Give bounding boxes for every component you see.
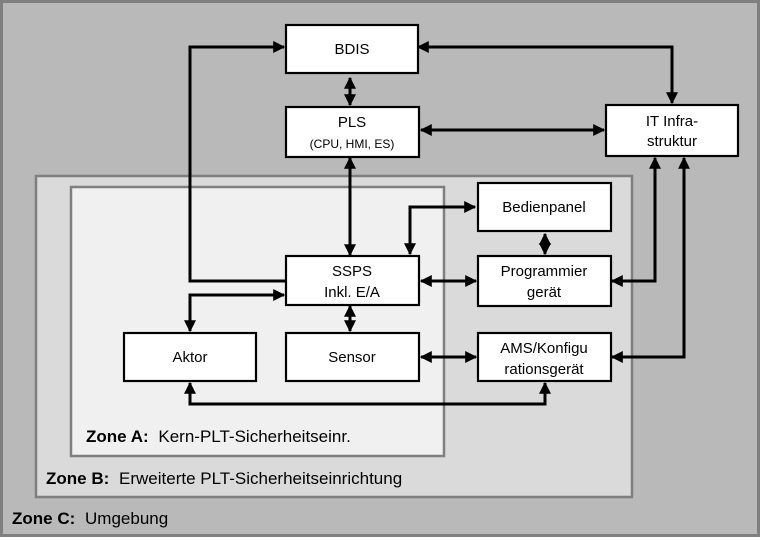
- box-pls-label: PLS: [338, 114, 366, 131]
- zone-b-prefix: Zone B:: [46, 469, 109, 488]
- box-it-infrastruktur: IT Infra- struktur: [604, 103, 740, 158]
- box-ams-label-1: AMS/Konfigu: [500, 340, 588, 357]
- link-ssps-aktor: [184, 289, 286, 333]
- link-ams-it: [610, 156, 690, 363]
- zone-a-label: Zone A: Kern-PLT-Sicherheitseinr.: [86, 427, 351, 446]
- link-ssps-bdis: [188, 41, 286, 283]
- box-sensor: Sensor: [284, 331, 421, 383]
- box-programmiergeraet: Programmier gerät: [476, 254, 613, 308]
- box-sensor-label: Sensor: [328, 349, 376, 366]
- zone-c-prefix: Zone C:: [12, 509, 75, 528]
- link-aktor-ams: [184, 381, 551, 406]
- box-pls-sublabel: (CPU, HMI, ES): [310, 137, 395, 151]
- box-it-label-2: struktur: [647, 133, 697, 150]
- zone-c-name: Umgebung: [85, 509, 168, 528]
- zone-b-name: Erweiterte PLT-Sicherheitseinrichtung: [119, 469, 402, 488]
- box-aktor-label: Aktor: [172, 349, 207, 366]
- box-programmier-label-1: Programmier: [501, 263, 588, 280]
- connections: [184, 41, 690, 406]
- zone-a: [69, 185, 446, 458]
- box-bedienpanel-label: Bedienpanel: [502, 199, 585, 216]
- zone-a-prefix: Zone A:: [86, 427, 149, 446]
- box-pls: PLS (CPU, HMI, ES): [284, 105, 421, 159]
- link-ssps-bedienpanel: [404, 201, 477, 256]
- zone-c-label: Zone C: Umgebung: [12, 509, 168, 528]
- box-bdis: BDIS: [284, 23, 420, 75]
- zone-b-label: Zone B: Erweiterte PLT-Sicherheitseinric…: [46, 469, 402, 488]
- box-programmier-label-2: gerät: [527, 284, 562, 301]
- box-ams: AMS/Konfigu rationsgerät: [476, 331, 613, 383]
- zone-a-name: Kern-PLT-Sicherheitseinr.: [158, 427, 350, 446]
- box-ssps: SSPS Inkl. E/A: [284, 254, 421, 307]
- box-it-label-1: IT Infra-: [646, 113, 698, 130]
- box-ams-label-2: rationsgerät: [504, 361, 584, 378]
- box-aktor: Aktor: [122, 331, 258, 383]
- box-bdis-label: BDIS: [334, 41, 369, 58]
- link-bdis-it: [416, 41, 678, 105]
- box-ssps-sublabel: Inkl. E/A: [324, 284, 380, 301]
- box-bedienpanel: Bedienpanel: [476, 181, 613, 233]
- box-ssps-label: SSPS: [332, 263, 372, 280]
